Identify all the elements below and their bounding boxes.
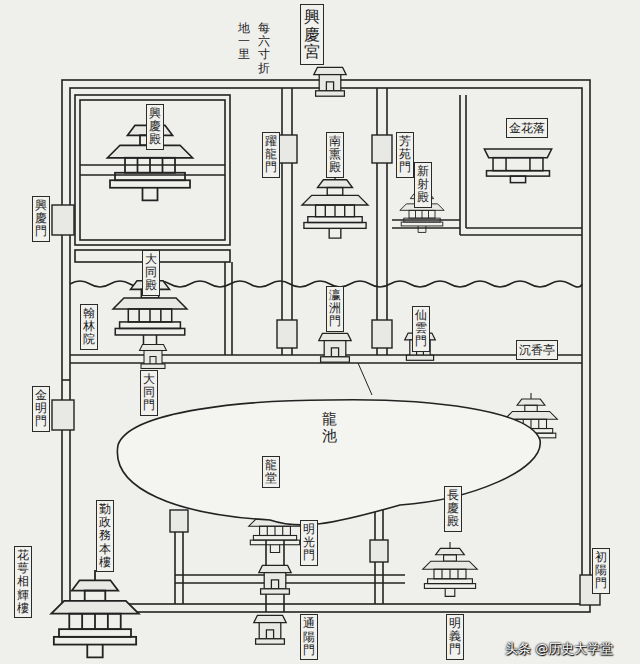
place-label: 躍龍門	[265, 135, 277, 175]
name-cartouche: 躍龍門	[262, 132, 280, 178]
name-cartouche: 興慶殿	[146, 104, 164, 150]
place-label: 沉香亭	[519, 343, 555, 357]
name-cartouche: 新射殿	[414, 162, 432, 208]
name-cartouche: 大同門	[140, 370, 158, 416]
place-label: 大同門	[143, 373, 155, 413]
name-cartouche: 長慶殿	[444, 486, 462, 532]
place-label: 南熏殿	[329, 135, 341, 175]
place-label: 通陽門	[303, 617, 315, 657]
place-label: 新射殿	[417, 165, 429, 205]
place-label: 瀛洲門	[329, 289, 341, 329]
place-label: 芳苑門	[399, 135, 411, 175]
name-cartouche: 仙雲門	[412, 306, 430, 352]
place-label: 明義門	[449, 617, 461, 657]
watermark: 头条 @历史大学堂	[505, 640, 613, 658]
title-box: 興慶宮	[300, 4, 324, 65]
place-label: 長慶殿	[447, 489, 459, 529]
name-cartouche: 芳苑門	[396, 132, 414, 178]
scale-note: 每六寸折	[258, 22, 270, 75]
name-cartouche: 龍堂	[262, 456, 280, 488]
place-label: 地一里	[238, 22, 250, 62]
place-label: 勤政務本樓	[99, 503, 111, 569]
place-label: 龍堂	[265, 459, 277, 485]
name-cartouche: 初陽門	[592, 548, 610, 594]
name-cartouche: 明光門	[300, 520, 318, 566]
place-label: 金花落	[509, 121, 545, 135]
scale-note: 地一里	[238, 22, 250, 62]
name-cartouche: 金花落	[506, 118, 548, 138]
place-label: 花萼相輝樓	[17, 549, 29, 615]
place-label: 翰林院	[83, 307, 95, 347]
place-label: 龍池	[322, 411, 337, 444]
place-label: 仙雲門	[415, 309, 427, 349]
name-cartouche: 翰林院	[80, 304, 98, 350]
place-label: 金明門	[35, 389, 47, 429]
name-cartouche: 花萼相輝樓	[14, 546, 32, 618]
name-cartouche: 瀛洲門	[326, 286, 344, 332]
name-cartouche: 南熏殿	[326, 132, 344, 178]
name-cartouche: 大同殿	[142, 250, 160, 296]
name-cartouche: 沉香亭	[516, 340, 558, 360]
name-cartouche: 金明門	[32, 386, 50, 432]
pond-outline: 龍池	[112, 395, 547, 535]
place-label: 興慶宮	[304, 8, 320, 61]
name-cartouche: 興慶門	[32, 196, 50, 242]
place-label: 興慶門	[35, 199, 47, 239]
place-label: 大同殿	[145, 253, 157, 293]
place-label: 明光門	[303, 523, 315, 563]
place-label: 興慶殿	[149, 107, 161, 147]
name-cartouche: 明義門	[446, 614, 464, 660]
place-label: 初陽門	[595, 551, 607, 591]
place-label: 每六寸折	[258, 22, 270, 75]
name-cartouche: 通陽門	[300, 614, 318, 660]
name-cartouche: 勤政務本樓	[96, 500, 114, 572]
